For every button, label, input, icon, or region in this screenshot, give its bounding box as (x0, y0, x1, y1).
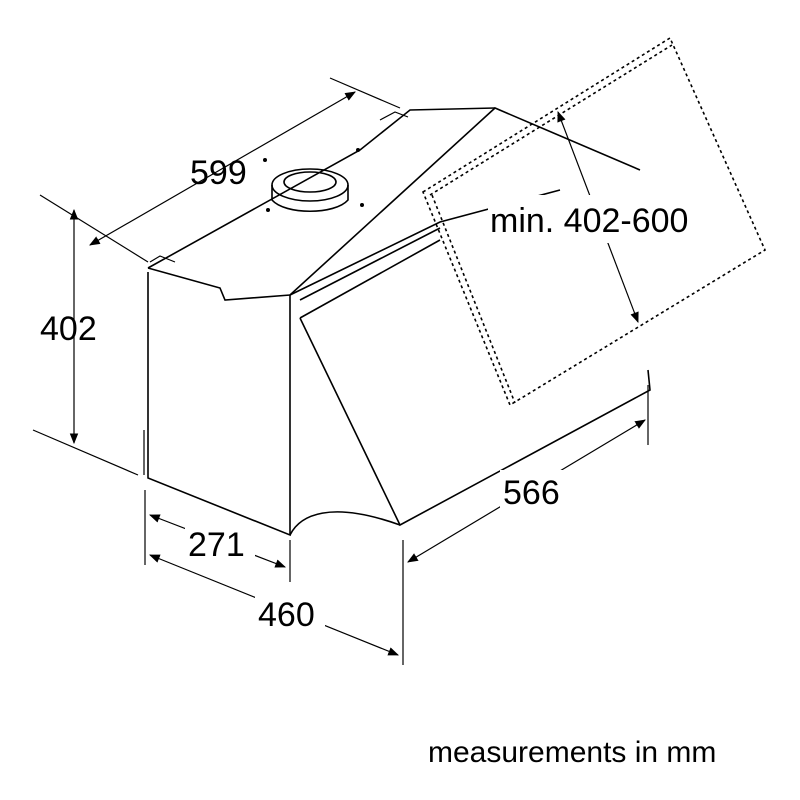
dimension-depth-total (402, 385, 649, 665)
chimney-height-label: min. 402-600 (490, 202, 688, 240)
depth-extended-label: 460 (258, 596, 315, 634)
height-label: 402 (40, 310, 97, 348)
width-label: 599 (190, 154, 247, 192)
duct-outlet (263, 148, 364, 213)
chimney-outline (422, 36, 767, 407)
depth-total-label: 566 (503, 474, 560, 512)
dimension-width (39, 77, 401, 263)
units-note: measurements in mm (428, 736, 716, 769)
dimension-height (32, 208, 139, 476)
depth-canopy-label: 271 (188, 526, 245, 564)
